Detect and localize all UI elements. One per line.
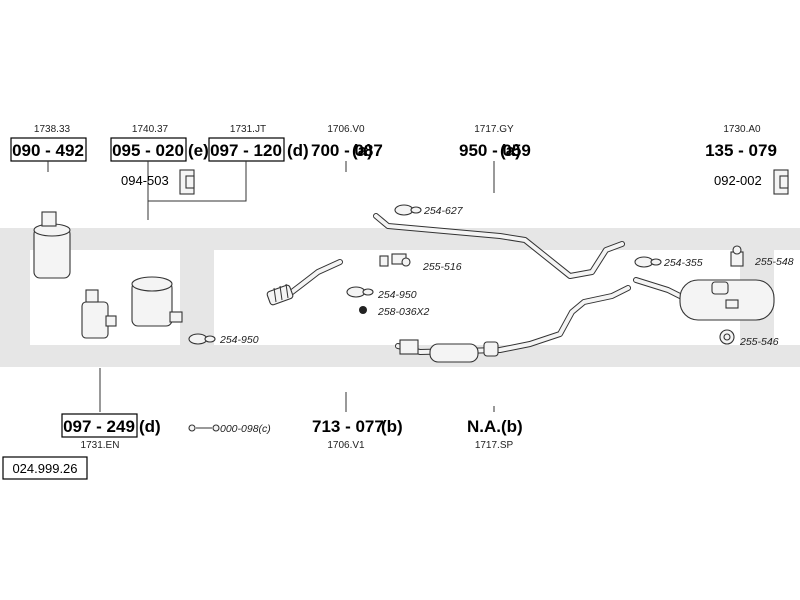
svg-text:092-002: 092-002 — [714, 173, 762, 188]
svg-text:1706.V0: 1706.V0 — [327, 124, 365, 135]
svg-text:(a): (a) — [500, 141, 521, 160]
svg-text:094-503: 094-503 — [121, 173, 169, 188]
mount-255-546 — [719, 329, 735, 345]
clamp-254-355 — [634, 256, 662, 268]
svg-text:135 - 079: 135 - 079 — [705, 141, 777, 160]
bracket-092-002 — [773, 169, 789, 195]
svg-text:(d): (d) — [139, 417, 161, 436]
svg-text:097 - 249: 097 - 249 — [63, 417, 135, 436]
leader-097-120 — [147, 161, 247, 220]
svg-text:1730.A0: 1730.A0 — [723, 124, 761, 135]
part-label-092-002[interactable]: 092-002 — [714, 173, 762, 188]
particulate-filter — [33, 211, 71, 279]
callout-254-950: 254-950 — [377, 289, 417, 301]
pre-catalyst — [81, 289, 117, 339]
callout-254-627: 254-627 — [423, 205, 464, 217]
diagram-reference: 024.999.26 — [2, 456, 88, 480]
callout-000-098: 000-098(c) — [220, 423, 271, 435]
part-label-950-059[interactable]: 1717.GY 950 - 059 (a) — [459, 124, 531, 193]
svg-text:(b): (b) — [381, 417, 403, 436]
catalytic-converter — [131, 276, 183, 327]
svg-text:1731.EN: 1731.EN — [81, 440, 120, 451]
svg-text:024.999.26: 024.999.26 — [12, 461, 77, 476]
mount-255-516 — [379, 253, 411, 267]
svg-text:(e): (e) — [188, 141, 209, 160]
intermediate-pipe-950-059 — [373, 213, 625, 279]
svg-text:N.A.: N.A. — [467, 417, 501, 436]
svg-text:950 - 059: 950 - 059 — [459, 141, 531, 160]
svg-text:(a): (a) — [352, 141, 373, 160]
part-label-na[interactable]: N.A. (b) 1717.SP — [467, 417, 523, 451]
center-section-713-077 — [395, 285, 631, 363]
svg-text:700 - 087: 700 - 087 — [311, 141, 383, 160]
svg-text:1738.33: 1738.33 — [34, 124, 71, 135]
svg-text:(d): (d) — [287, 141, 309, 160]
callout-255-516: 255-516 — [422, 261, 462, 273]
part-label-700-087[interactable]: 1706.V0 700 - 087 (a) — [311, 124, 383, 172]
svg-text:090 - 492: 090 - 492 — [12, 141, 84, 160]
callout-255-548: 255-548 — [754, 256, 794, 268]
svg-text:1731.JT: 1731.JT — [230, 124, 266, 135]
part-label-097-249[interactable]: 097 - 249 (d) 1731.EN — [61, 413, 161, 451]
part-label-094-503[interactable]: 094-503 — [121, 173, 169, 188]
bolt-258-036 — [359, 306, 367, 314]
clamp-254-627 — [394, 204, 422, 216]
callout-258-036X2: 258-036X2 — [377, 306, 430, 318]
svg-text:095 - 020: 095 - 020 — [112, 141, 184, 160]
front-pipe-700-087 — [266, 259, 343, 306]
callout-254-950-left: 254-950 — [219, 334, 259, 346]
part-label-097-120[interactable]: 1731.JT 097 - 120 (d) — [208, 124, 309, 162]
bracket-094-503 — [179, 169, 195, 195]
callout-255-546: 255-546 — [739, 336, 779, 348]
clamp-254-950 — [346, 286, 374, 298]
part-label-135-079[interactable]: 1730.A0 135 - 079 — [705, 124, 777, 160]
svg-text:713 - 077: 713 - 077 — [312, 417, 384, 436]
mount-255-548 — [730, 245, 744, 267]
svg-text:1717.SP: 1717.SP — [475, 440, 514, 451]
svg-text:097 - 120: 097 - 120 — [210, 141, 282, 160]
part-label-095-020[interactable]: 1740.37 095 - 020 (e) — [110, 124, 209, 162]
svg-text:1706.V1: 1706.V1 — [327, 440, 365, 451]
rear-muffler-135-079 — [633, 277, 775, 321]
svg-text:1740.37: 1740.37 — [132, 124, 169, 135]
svg-text:(b): (b) — [501, 417, 523, 436]
background-watermark — [0, 228, 800, 367]
callout-254-355: 254-355 — [663, 257, 703, 269]
clamp-254-950-left — [188, 333, 216, 345]
svg-text:1717.GY: 1717.GY — [474, 124, 514, 135]
part-label-713-077[interactable]: 713 - 077 (b) 1706.V1 — [312, 417, 403, 451]
gasket-000-098 — [188, 424, 220, 432]
part-label-090-492[interactable]: 1738.33 090 - 492 — [10, 124, 87, 172]
